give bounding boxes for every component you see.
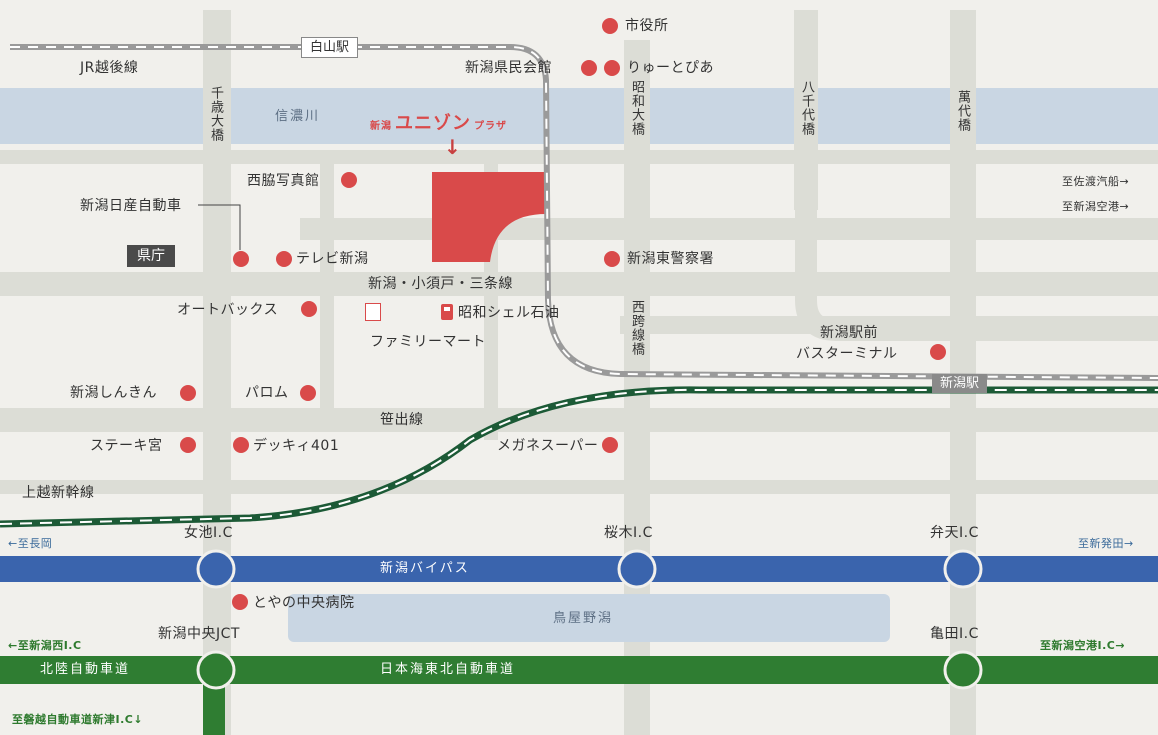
- meike-ic-marker: [196, 549, 236, 589]
- autobacs-label: オートバックス: [177, 302, 279, 318]
- street-sasade: [0, 408, 1158, 432]
- ryutopia-label: りゅーとぴあ: [627, 60, 714, 76]
- city-hall-label: 市役所: [625, 18, 669, 34]
- steak-label: ステーキ宮: [90, 438, 163, 454]
- venue-arrow-icon: ↓: [444, 135, 461, 159]
- toyano-label: とやの中央病院: [253, 595, 355, 611]
- kencho-label: 県庁: [127, 245, 175, 267]
- shinkin-label: 新潟しんきん: [70, 385, 157, 401]
- parom-marker: [300, 385, 316, 401]
- niigata-bypass: [0, 556, 1158, 582]
- sakuragi-ic-marker: [617, 549, 657, 589]
- yachiyo-bridge-label: 八千代橋: [799, 80, 814, 136]
- street-v-chitose: [203, 10, 231, 735]
- toriyano-lagoon: [288, 594, 890, 642]
- shinano-river: [0, 88, 1158, 144]
- niigata-station-label: 新潟駅: [932, 374, 988, 393]
- megane-label: メガネスーパー: [497, 438, 599, 454]
- shell-label: 昭和シェル石油: [458, 305, 560, 321]
- deck-label: デッキィ401: [253, 438, 340, 454]
- sakuragi-ic-label: 桜木I.C: [604, 525, 653, 541]
- tv-niigata-marker: [276, 251, 292, 267]
- deck-marker: [233, 437, 249, 453]
- bypass-label: 新潟バイパス: [380, 561, 470, 576]
- east-police-marker: [604, 251, 620, 267]
- steak-marker: [180, 437, 196, 453]
- venue-block: [432, 172, 546, 262]
- kenmin-kaikan-marker: [581, 60, 597, 76]
- jr-echigo-label: JR越後線: [80, 60, 139, 76]
- bus-terminal-label-2: バスターミナル: [796, 346, 898, 362]
- bandai-jr-destination: 至磐越自動車道新津I.C↓: [12, 713, 144, 726]
- street-yachiyo-curve: [795, 200, 1158, 341]
- sado-destination: 至佐渡汽船→: [1062, 175, 1130, 188]
- ryutopia-marker: [604, 60, 620, 76]
- hokuriku-label: 北陸自動車道: [40, 662, 131, 677]
- street-v-bandai: [950, 10, 976, 735]
- nihonkai-label: 日本海東北自動車道: [380, 662, 516, 677]
- east-police-label: 新潟東警察署: [627, 251, 714, 267]
- venue-name: ユニゾン: [395, 113, 471, 134]
- street-h1: [0, 150, 1158, 164]
- street-h6: [0, 480, 1158, 494]
- nagaoka-destination: ←至長岡: [8, 537, 53, 550]
- nissan-label: 新潟日産自動車: [80, 198, 182, 214]
- venue-suffix: プラザ: [474, 121, 507, 132]
- gas-station-icon: [441, 304, 453, 320]
- kenmin-kaikan-label: 新潟県民会館: [465, 60, 552, 76]
- city-hall-marker: [602, 18, 618, 34]
- toyano-marker: [232, 594, 248, 610]
- nishibori-bridge-label: 西跨線橋: [629, 300, 644, 356]
- chuo-jct-label: 新潟中央JCT: [158, 626, 240, 642]
- autobacs-marker: [301, 301, 317, 317]
- street-kosudo-sanjo: [0, 272, 1158, 296]
- shibata-destination: 至新発田→: [1078, 537, 1134, 550]
- nishiwaki-label: 西脇写真館: [247, 173, 320, 189]
- street-h2: [300, 218, 1158, 240]
- benten-ic-marker: [943, 549, 983, 589]
- chuo-jct-marker: [196, 650, 236, 690]
- nishiwaki-marker: [341, 172, 357, 188]
- megane-marker: [602, 437, 618, 453]
- benten-ic-label: 弁天I.C: [930, 525, 979, 541]
- niigata-nishi-destination: ←至新潟西I.C: [8, 639, 82, 652]
- venue-brand: 新潟ユニゾンプラザ: [370, 109, 507, 135]
- sasade-street-label: 笹出線: [380, 412, 424, 428]
- kosudo-sanjo-street-label: 新潟・小須戸・三条線: [368, 276, 513, 292]
- meike-ic-label: 女池I.C: [184, 525, 233, 541]
- tv-niigata-label: テレビ新潟: [296, 251, 369, 267]
- bandai-bridge-label: 萬代橋: [955, 90, 970, 132]
- familymart-label: ファミリーマート: [370, 334, 486, 350]
- nissan-marker: [233, 251, 249, 267]
- convenience-store-icon: [365, 303, 381, 321]
- showa-bridge-label: 昭和大橋: [629, 80, 644, 136]
- street-v2: [320, 160, 334, 410]
- kameda-ic-marker: [943, 650, 983, 690]
- river-label: 信濃川: [275, 109, 321, 124]
- kameda-ic-label: 亀田I.C: [930, 626, 979, 642]
- airport-destination: 至新潟空港→: [1062, 200, 1130, 213]
- street-v-yachiyo: [794, 10, 818, 210]
- nissan-leader: [198, 204, 241, 250]
- bus-terminal-marker: [930, 344, 946, 360]
- hakusan-station-label: 白山駅: [301, 37, 359, 58]
- chitose-bridge-label: 千歳大橋: [208, 86, 223, 142]
- toriyano-label: 鳥屋野潟: [553, 611, 614, 626]
- parom-label: パロム: [245, 385, 289, 401]
- expressway: [0, 656, 1158, 684]
- niigata-kuko-ic-destination: 至新潟空港I.C→: [1040, 639, 1126, 652]
- venue-prefix: 新潟: [370, 121, 392, 132]
- bus-terminal-label-1: 新潟駅前: [820, 325, 878, 341]
- joetsu-shinkansen-label: 上越新幹線: [22, 485, 95, 501]
- shinkin-marker: [180, 385, 196, 401]
